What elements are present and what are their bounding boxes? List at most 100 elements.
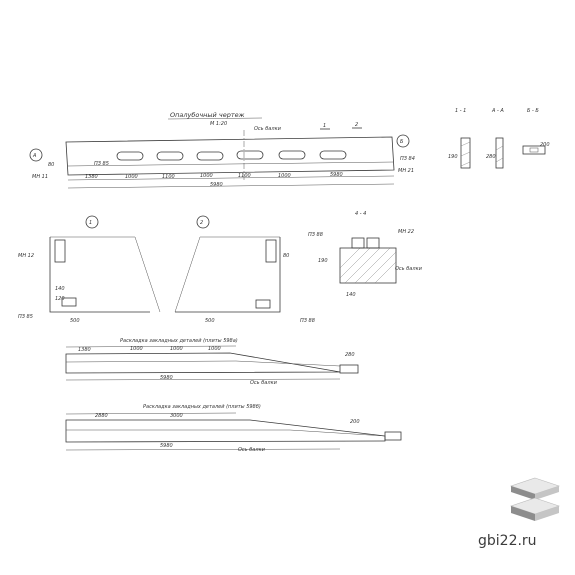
layout-2-title: Раскладка закладных деталей (плиты 598б) [143, 404, 261, 410]
node-1-outline [49, 237, 150, 313]
section-b-title: Б - Б [527, 108, 539, 114]
dim-seg-5: 1100 [238, 173, 251, 179]
main-elevation: Опалубочный чертеж М 1:20 1 2 Ось балки … [29, 111, 415, 189]
node-a-label: А [32, 153, 37, 159]
node-circle-b [396, 134, 410, 148]
layout-1-line [65, 360, 237, 363]
section-44-dim-2: 140 [346, 292, 356, 298]
layout-1-d3: 1000 [170, 346, 183, 352]
node-2-label: 2 [200, 220, 203, 226]
opening-1 [116, 151, 144, 161]
layout-1-d4: 1000 [208, 346, 221, 352]
mark-mn-right: МН 21 [398, 168, 414, 174]
node-1-embed [61, 297, 77, 307]
section-b-void [529, 147, 539, 153]
node-2-dim: 500 [205, 318, 215, 324]
axis-label: Ось балки [254, 126, 282, 132]
section-44-plate [351, 237, 365, 249]
layout-2-d2: 3000 [170, 413, 183, 419]
section-44-mark-2: МН 22 [398, 229, 414, 235]
main-title: Опалубочный чертеж [170, 111, 245, 119]
node-1-circle [85, 215, 99, 229]
node-circle-a [29, 148, 43, 162]
node-1-slope [134, 236, 161, 313]
section-44-axis: Ось балки [395, 266, 423, 272]
main-scale: М 1:20 [210, 121, 227, 127]
node-1-detail: 1 МН 12 ПЗ 85 500 140 120 [18, 215, 161, 324]
layout-1-right-dim: 280 [345, 352, 355, 358]
dim-line-segments [67, 175, 395, 181]
layout-2-beam [65, 419, 386, 443]
layout-2-d1: 2880 [95, 413, 108, 419]
section-44-body [339, 247, 397, 284]
opening-2 [156, 151, 184, 161]
layout-1-beam [65, 352, 341, 374]
opening-3 [196, 151, 224, 161]
layout-1-dim-total [65, 378, 341, 381]
layout-1-total: 5980 [160, 375, 173, 381]
node-1-dim: 500 [70, 318, 80, 324]
layout-1-d2: 1000 [130, 346, 143, 352]
section-mark-1-label: 1 [323, 123, 326, 129]
sections-top-right: 1 - 1 А - А Б - Б 190 280 200 [448, 108, 550, 169]
layout-2-axis: Ось балки [238, 447, 266, 453]
dim-seg-6: 1000 [278, 173, 291, 179]
section-44-mark-1: ПЗ 88 [308, 232, 323, 238]
layout-2-end [384, 431, 402, 441]
sec-dim-2: 280 [486, 154, 496, 160]
layout-1: Раскладка закладных деталей (плиты 598а)… [65, 338, 359, 386]
mark-pos-right: ПЗ 84 [400, 156, 415, 162]
section-a-shape [495, 137, 504, 169]
beam-bottom-line [67, 161, 395, 167]
node-2-embed [255, 299, 271, 309]
layout-1-title: Раскладка закладных деталей (плиты 598а) [120, 338, 238, 344]
stacked-slabs-logo [510, 477, 560, 521]
dim-seg-1: 1380 [85, 174, 98, 180]
node-1-dim-2: 140 [55, 286, 65, 292]
section-44-detail: 4 - 4 ПЗ 88 МН 22 Ось балки 190 140 [308, 211, 423, 298]
opening-5 [278, 150, 306, 160]
node-1-mark-pos: ПЗ 85 [18, 314, 33, 320]
sec-dim-1: 190 [448, 154, 458, 160]
node-1-label: 1 [89, 220, 92, 226]
main-title-underline [167, 117, 263, 120]
layout-1-d1: 1380 [78, 347, 91, 353]
dim-total: 5980 [210, 182, 223, 188]
section-a-title: А - А [491, 108, 504, 114]
opening-6 [319, 150, 347, 160]
layout-2: Раскладка закладных деталей (плиты 598б)… [65, 404, 402, 453]
node-b-label: Б [400, 139, 404, 145]
layout-2-total: 5980 [160, 443, 173, 449]
node-2-slope [174, 236, 201, 313]
layout-2-taper [289, 429, 386, 437]
opening-4 [236, 150, 264, 160]
node-1-dim-3: 120 [55, 296, 65, 302]
layout-2-right-dim: 200 [350, 419, 360, 425]
layout-2-dim-line [65, 412, 237, 415]
section-11-shape [460, 137, 471, 169]
section-mark-2-label: 2 [355, 122, 358, 128]
dim-seg-7: 5980 [330, 172, 343, 178]
layout-2-dim-total [65, 448, 341, 451]
node-2-circle [196, 215, 210, 229]
layout-1-axis: Ось балки [250, 380, 278, 386]
mark-mn-left: МН 11 [32, 174, 48, 180]
node-1-mark-mn: МН 12 [18, 253, 34, 259]
node-2-outline [175, 237, 281, 313]
watermark-text[interactable]: gbi22.ru [478, 533, 537, 549]
beam-outline [65, 136, 395, 176]
layout-1-end [339, 364, 359, 374]
left-dim-1: 80 [48, 162, 54, 168]
mark-pos-left: ПЗ 85 [94, 161, 109, 167]
sec-dim-3: 200 [540, 142, 550, 148]
layout-1-taper [235, 360, 341, 367]
dim-seg-4: 1000 [200, 173, 213, 179]
node-2-plate [265, 239, 277, 263]
section-44-dim: 190 [318, 258, 328, 264]
dim-seg-2: 1000 [125, 174, 138, 180]
layout-1-dim-line [65, 345, 237, 348]
section-b-shape [522, 145, 546, 155]
node-1-plate [54, 239, 66, 263]
section-44-title: 4 - 4 [355, 211, 366, 217]
